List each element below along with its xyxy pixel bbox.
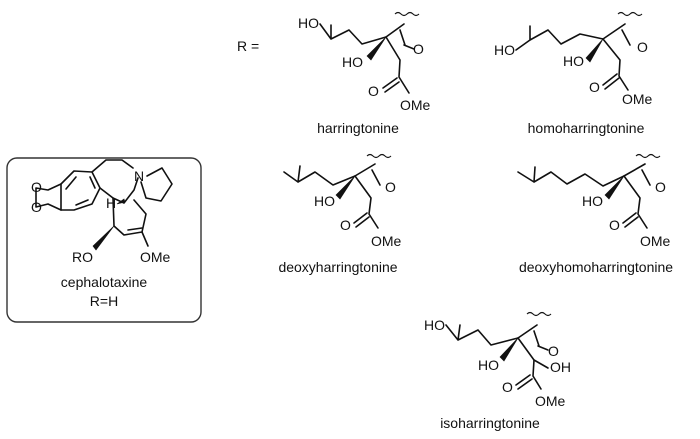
homoharringtonine-ho: HO [563, 53, 584, 69]
isoharringtonine-oh: OH [550, 359, 571, 375]
deoxyharringtonine-name: deoxyharringtonine [278, 259, 397, 275]
deoxyhomoharringtonine-name: deoxyhomoharringtonine [519, 259, 673, 275]
homoharringtonine-ho-top: HO [494, 42, 515, 58]
deoxyharringtonine-ho: HO [314, 193, 335, 209]
isoharringtonine-name: isoharringtonine [440, 415, 540, 431]
isoharringtonine-structure: HO O HO OH O OMe isoharringtonine [424, 311, 571, 431]
alkoxy-ro: RO [72, 249, 93, 265]
aromatic-ring [60, 170, 101, 211]
deoxyharringtonine-ome: OMe [371, 233, 402, 249]
isoharringtonine-o-ketone: O [548, 343, 559, 359]
cephalotaxine-structure: O O N H RO OMe cephalotaxine R=H [6, 157, 202, 323]
homoharringtonine-o-ketone: O [637, 39, 648, 55]
isoharringtonine-ome: OMe [535, 393, 566, 409]
r-equals-label: R = [237, 38, 259, 54]
harringtonine-name: harringtonine [317, 120, 399, 136]
azepine-ring [91, 159, 139, 204]
deoxyhomoharringtonine-ome: OMe [640, 233, 671, 249]
isoharringtonine-ho-top: HO [424, 317, 445, 333]
dioxole-o-bottom: O [31, 199, 42, 215]
isoharringtonine-ho: HO [478, 357, 499, 373]
harringtonine-ome: OMe [400, 97, 431, 113]
dioxole-o-top: O [31, 179, 42, 195]
deoxyharringtonine-o-ketone: O [385, 179, 396, 195]
cyclopentene-ring [112, 197, 147, 236]
dioxole-ring [35, 183, 62, 211]
deoxyhomoharringtonine-o-ketone: O [655, 179, 666, 195]
harringtonine-ho-top: HO [298, 15, 319, 31]
methoxy-group: OMe [140, 249, 171, 265]
cephalotaxine-rgroup: R=H [90, 293, 118, 309]
harringtonine-o-ester: O [368, 83, 379, 99]
deoxyhomoharringtonine-ho: HO [582, 193, 603, 209]
stereo-hydrogen: H [106, 195, 116, 211]
harringtonine-structure: HO O HO O OMe harringtonine [298, 11, 431, 136]
deoxyhomoharringtonine-structure: O HO O OMe deoxyhomoharringtonine [517, 153, 673, 275]
harringtonine-o-ketone: O [413, 41, 424, 57]
homoharringtonine-o-ester: O [589, 79, 600, 95]
deoxyhomoharringtonine-o-ester: O [609, 217, 620, 233]
homoharringtonine-name: homoharringtonine [528, 120, 645, 136]
homoharringtonine-ome: OMe [622, 91, 653, 107]
deoxyharringtonine-structure: O HO O OMe deoxyharringtonine [278, 153, 402, 275]
homoharringtonine-structure: HO O HO O OMe homoharringtonine [494, 11, 653, 136]
deoxyharringtonine-o-ester: O [340, 217, 351, 233]
isoharringtonine-o-ester: O [502, 379, 513, 395]
pyrrolidine-ring [140, 167, 173, 202]
amine-nitrogen: N [134, 168, 144, 184]
harringtonine-ho: HO [342, 54, 363, 70]
cephalotaxine-name: cephalotaxine [61, 274, 148, 290]
